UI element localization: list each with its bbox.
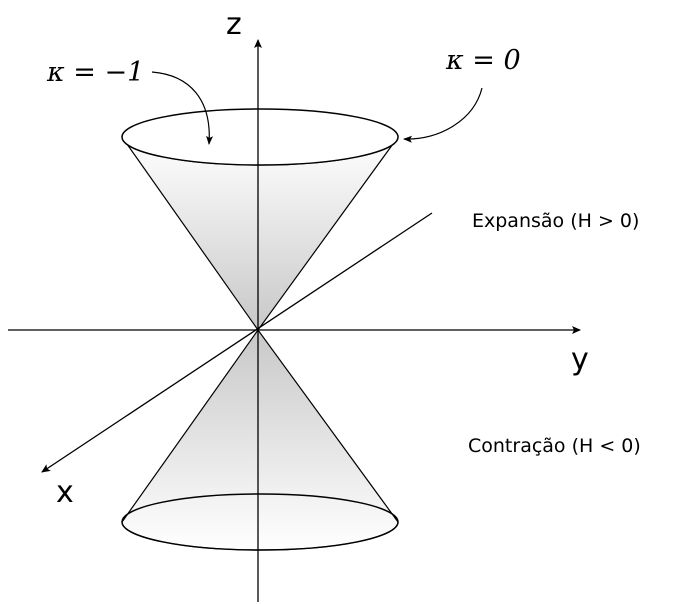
kappa-zero-arrow <box>403 87 483 143</box>
contraction-label: Contração (H < 0) <box>468 435 641 457</box>
z-axis-label: z <box>226 7 242 42</box>
x-axis-label: x <box>56 475 74 510</box>
y-axis-label: y <box>571 342 589 377</box>
kappa-neg-one-label: κ = −1 <box>46 57 144 88</box>
expansion-label: Expansão (H > 0) <box>472 210 639 232</box>
kappa-zero-label: κ = 0 <box>445 45 521 76</box>
lower-cone-rim <box>121 493 399 551</box>
kappa-neg-one-arrow <box>151 71 214 145</box>
x-axis <box>41 212 433 473</box>
lower-cone <box>121 328 399 551</box>
upper-cone-rim <box>121 108 399 166</box>
upper-cone <box>121 135 399 332</box>
